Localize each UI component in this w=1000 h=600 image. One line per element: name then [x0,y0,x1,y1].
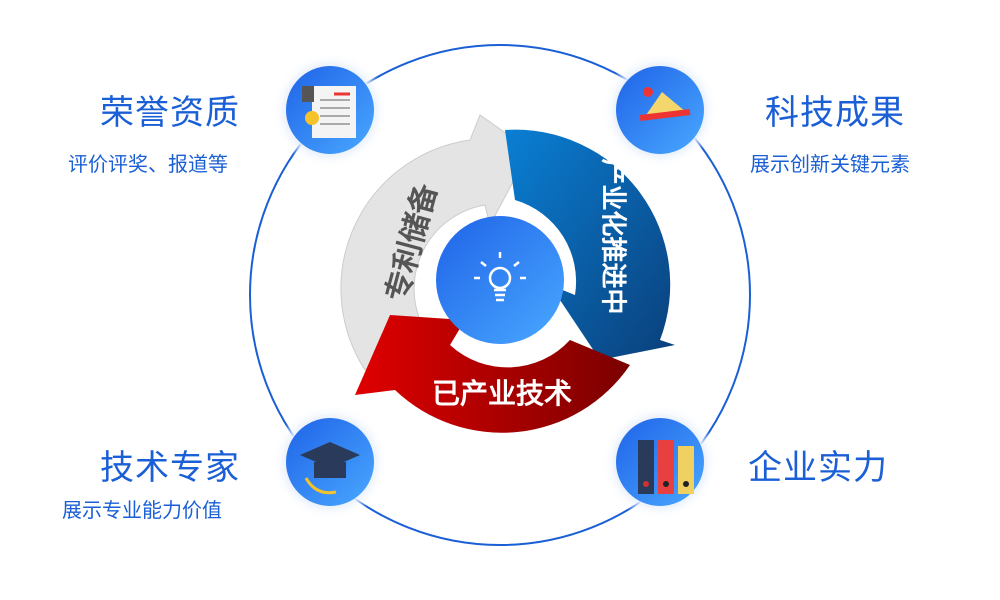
bell-icon [639,87,691,121]
red-arrow [355,315,630,433]
blue-arrow [505,129,675,360]
certificate-icon [302,86,356,138]
graduation-cap-icon [300,442,360,495]
item-subtitle-experts: 展示专业能力价值 [62,498,222,522]
binders-icon [638,440,694,494]
item-subtitle-honor: 评价评奖、报道等 [68,152,228,176]
item-title-strength: 企业实力 [748,448,888,488]
item-title-honor: 荣誉资质 [100,93,240,133]
outer-ring [249,44,751,546]
item-title-achievements: 科技成果 [765,93,905,133]
item-title-experts: 技术专家 [100,448,240,488]
gray-arrow [340,114,531,371]
item-subtitle-achievements: 展示创新关键元素 [750,152,910,176]
lightbulb-icon [474,252,526,302]
center-circle [436,216,564,344]
red-arrow-label: 已产业技术 [432,377,573,410]
blue-arrow-label: 产业化推进中 [597,158,628,315]
